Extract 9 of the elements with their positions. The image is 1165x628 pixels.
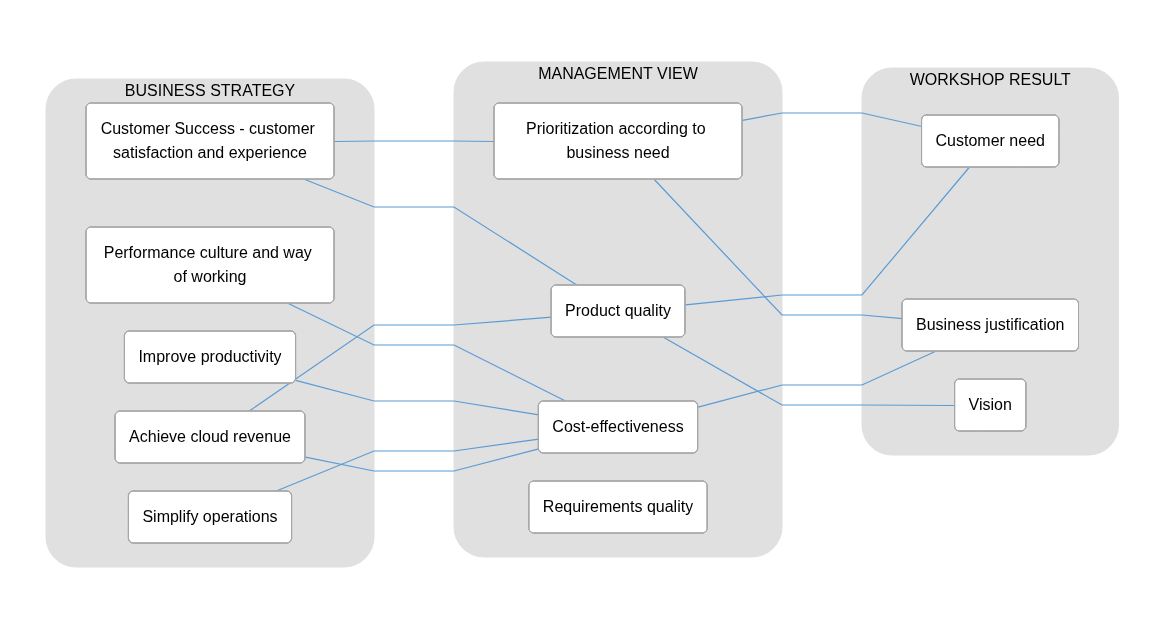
connector bbox=[305, 447, 540, 472]
connector bbox=[653, 178, 904, 319]
connector bbox=[685, 166, 970, 306]
connector bbox=[697, 350, 936, 408]
connector bbox=[663, 336, 956, 406]
connector bbox=[334, 139, 496, 142]
connector bbox=[248, 316, 553, 412]
connector bbox=[295, 379, 540, 415]
connector bbox=[742, 111, 923, 127]
